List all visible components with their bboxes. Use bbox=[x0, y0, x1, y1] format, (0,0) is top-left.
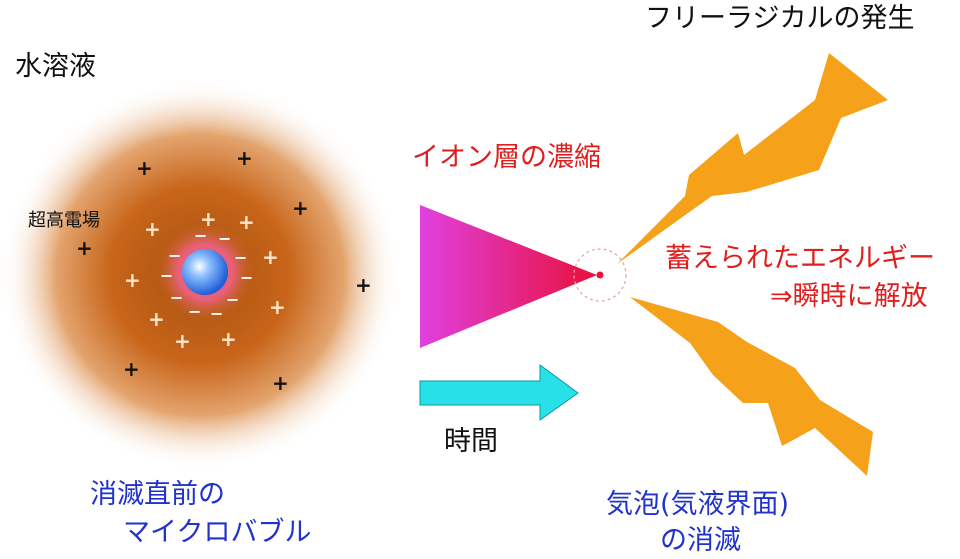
high-field-label: 超高電場 bbox=[28, 210, 100, 231]
plus-charge: + bbox=[262, 245, 279, 269]
collapse-label-line1: 気泡(気液界面) bbox=[606, 489, 790, 520]
time-label: 時間 bbox=[444, 426, 498, 457]
minus-charge: − bbox=[188, 302, 202, 321]
minus-charge: − bbox=[160, 266, 174, 285]
collapse-circle bbox=[573, 248, 627, 302]
plus-charge: + bbox=[174, 329, 191, 353]
minus-charge: − bbox=[170, 288, 184, 307]
bubble-label-line1: 消滅直前の bbox=[90, 479, 225, 510]
lightning-lower bbox=[630, 297, 873, 476]
plus-charge: + bbox=[123, 357, 140, 381]
radical-label: フリーラジカルの発生 bbox=[645, 3, 915, 34]
bubble-label-line2: マイクロバブル bbox=[123, 517, 312, 548]
plus-charge: + bbox=[292, 196, 309, 220]
plus-charge: + bbox=[76, 236, 93, 260]
minus-charge: − bbox=[226, 290, 240, 309]
ion-concentration-label: イオン層の濃縮 bbox=[412, 142, 601, 173]
plus-charge: + bbox=[220, 327, 237, 351]
collapse-point bbox=[596, 271, 604, 279]
plus-charge: + bbox=[148, 307, 165, 331]
plus-charge: + bbox=[269, 295, 286, 319]
minus-charge: − bbox=[168, 246, 182, 265]
solution-label: 水溶液 bbox=[15, 51, 96, 82]
plus-charge: + bbox=[355, 273, 372, 297]
plus-charge: + bbox=[238, 210, 255, 234]
concentration-wedge bbox=[420, 205, 597, 348]
minus-charge: − bbox=[234, 248, 248, 267]
microbubble bbox=[182, 249, 228, 295]
minus-charge: − bbox=[240, 268, 254, 287]
minus-charge: − bbox=[210, 304, 224, 323]
time-arrow bbox=[419, 364, 579, 421]
plus-charge: + bbox=[200, 207, 217, 231]
lightning-upper bbox=[617, 53, 888, 264]
collapse-label-line2: の消滅 bbox=[660, 525, 741, 556]
plus-charge: + bbox=[272, 371, 289, 395]
plus-charge: + bbox=[136, 156, 153, 180]
minus-charge: − bbox=[194, 226, 208, 245]
plus-charge: + bbox=[236, 146, 253, 170]
plus-charge: + bbox=[124, 268, 141, 292]
energy-label-line1: 蓄えられたエネルギー bbox=[665, 243, 935, 274]
plus-charge: + bbox=[144, 217, 161, 241]
energy-label-line2: ⇒瞬時に解放 bbox=[770, 281, 928, 312]
minus-charge: − bbox=[218, 229, 232, 248]
